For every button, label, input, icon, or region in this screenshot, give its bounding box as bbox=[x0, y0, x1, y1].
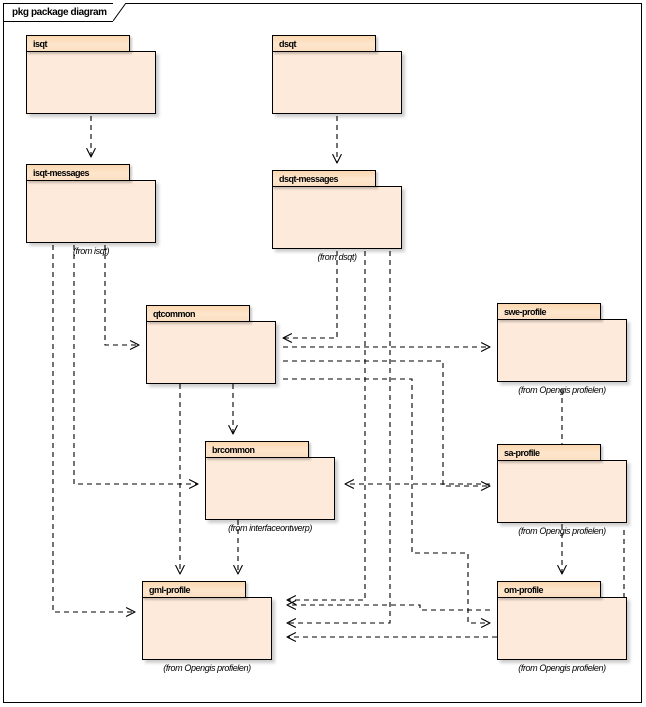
package-brcommon-body bbox=[205, 457, 335, 520]
package-isqt-messages-name: isqt-messages bbox=[33, 167, 90, 178]
package-swe-profile-name: swe-profile bbox=[504, 306, 547, 317]
package-brcommon-name: brcommon bbox=[212, 444, 255, 455]
package-sa-profile-from-label: (from Opengis profielen) bbox=[518, 526, 606, 536]
package-isqt-body bbox=[26, 51, 156, 114]
package-qtcommon-name: qtcommon bbox=[153, 308, 196, 319]
package-dsqt-messages-name: dsqt-messages bbox=[279, 173, 339, 184]
package-qtcommon-header: qtcommon bbox=[146, 305, 250, 322]
package-om-profile-name: om-profile bbox=[504, 584, 544, 595]
package-dsqt-messages-from-label: (from dsqt) bbox=[317, 252, 357, 262]
frame-label-corner bbox=[113, 3, 127, 22]
package-swe-profile-header: swe-profile bbox=[497, 303, 601, 320]
package-dsqt-messages-header: dsqt-messages bbox=[272, 170, 376, 187]
package-swe-profile-body bbox=[497, 319, 627, 382]
package-om-profile-from-label: (from Opengis profielen) bbox=[518, 663, 606, 673]
package-gml-profile-body bbox=[142, 597, 272, 660]
package-dsqt-header: dsqt bbox=[272, 35, 376, 52]
package-isqt-messages-header: isqt-messages bbox=[26, 164, 130, 181]
package-sa-profile-header: sa-profile bbox=[497, 444, 601, 461]
package-qtcommon-body bbox=[146, 321, 276, 384]
package-isqt-name: isqt bbox=[33, 38, 48, 49]
package-om-profile-body bbox=[497, 597, 627, 660]
package-dsqt-name: dsqt bbox=[279, 38, 297, 49]
package-brcommon-header: brcommon bbox=[205, 441, 309, 458]
package-isqt-messages-from-label: (from isqt) bbox=[72, 246, 110, 256]
package-dsqt-messages-body bbox=[272, 186, 402, 249]
package-isqt-messages-body bbox=[26, 180, 156, 243]
package-isqt-header: isqt bbox=[26, 35, 130, 52]
diagram-frame-label: pkg package diagram bbox=[3, 3, 113, 22]
package-sa-profile-body bbox=[497, 460, 627, 523]
package-swe-profile-from-label: (from Opengis profielen) bbox=[518, 385, 606, 395]
package-om-profile-header: om-profile bbox=[497, 581, 601, 598]
package-gml-profile-from-label: (from Opengis profielen) bbox=[163, 663, 251, 673]
package-gml-profile-header: gml-profile bbox=[142, 581, 246, 598]
package-sa-profile-name: sa-profile bbox=[504, 447, 540, 458]
diagram-frame-label-text: pkg package diagram bbox=[12, 7, 107, 18]
package-brcommon-from-label: (from interfaceontwerp) bbox=[228, 523, 312, 533]
package-gml-profile-name: gml-profile bbox=[149, 584, 191, 595]
package-dsqt-body bbox=[272, 51, 402, 114]
